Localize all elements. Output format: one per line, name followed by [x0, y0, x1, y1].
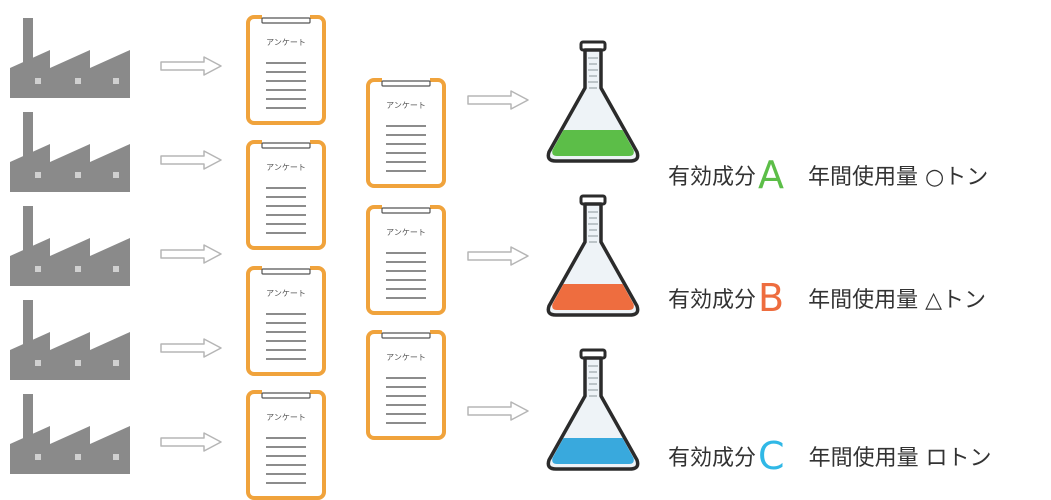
questionnaire-title: アンケート	[266, 413, 306, 422]
factory-icon	[5, 300, 135, 380]
ingredient-label-a: 有効成分 A 年間使用量 ○トン	[668, 155, 988, 195]
ingredient-name: 有効成分	[668, 288, 757, 313]
ingredient-name: 有効成分	[668, 165, 757, 190]
questionnaire-title: アンケート	[386, 101, 426, 110]
flask-icon	[546, 348, 640, 471]
arrow-icon	[467, 246, 529, 266]
factory-icon	[5, 394, 135, 474]
arrow-icon	[467, 90, 529, 110]
questionnaire-icon: アンケート	[246, 390, 326, 500]
questionnaire-icon: アンケート	[246, 15, 326, 125]
annual-usage: 年間使用量 ○トン	[808, 165, 989, 190]
ingredient-label-b: 有効成分 B 年間使用量 △トン	[668, 278, 986, 318]
ingredient-letter: B	[758, 276, 785, 320]
questionnaire-icon: アンケート	[246, 266, 326, 376]
ingredient-name: 有効成分	[668, 446, 757, 471]
questionnaire-title: アンケート	[266, 163, 306, 172]
arrow-icon	[160, 56, 222, 76]
questionnaire-icon: アンケート	[366, 205, 446, 315]
flask-icon	[546, 194, 640, 317]
factory-icon	[5, 206, 135, 286]
factory-icon	[5, 18, 135, 98]
ingredient-letter: A	[758, 153, 785, 197]
annual-usage: 年間使用量 ロトン	[808, 446, 992, 471]
questionnaire-icon: アンケート	[246, 140, 326, 250]
questionnaire-title: アンケート	[266, 38, 306, 47]
questionnaire-icon: アンケート	[366, 78, 446, 188]
questionnaire-title: アンケート	[266, 289, 306, 298]
arrow-icon	[160, 432, 222, 452]
arrow-icon	[467, 401, 529, 421]
ingredient-letter: C	[758, 434, 785, 478]
arrow-icon	[160, 244, 222, 264]
questionnaire-title: アンケート	[386, 353, 426, 362]
flask-icon	[546, 40, 640, 163]
ingredient-label-c: 有効成分 C 年間使用量 ロトン	[668, 436, 992, 476]
questionnaire-title: アンケート	[386, 228, 426, 237]
factory-icon	[5, 112, 135, 192]
annual-usage: 年間使用量 △トン	[808, 288, 987, 313]
arrow-icon	[160, 338, 222, 358]
questionnaire-icon: アンケート	[366, 330, 446, 440]
arrow-icon	[160, 150, 222, 170]
